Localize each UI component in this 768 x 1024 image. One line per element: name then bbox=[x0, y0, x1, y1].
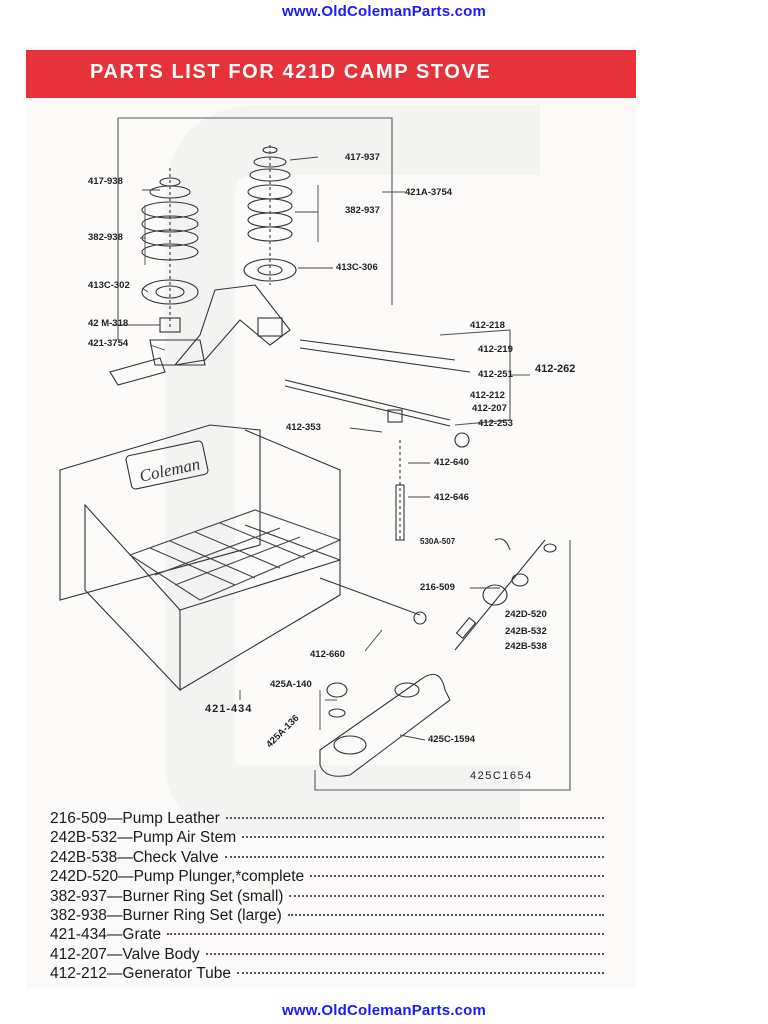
part-number: 216-509 bbox=[50, 810, 107, 827]
parts-list-row: 216-509—Pump Leather bbox=[50, 810, 610, 829]
diagram-label-412-218: 412-218 bbox=[470, 320, 505, 331]
part-number: 242D-520 bbox=[50, 868, 119, 886]
diagram-label-412-219: 412-219 bbox=[478, 344, 513, 355]
diagram-label-421-434: 421-434 bbox=[205, 703, 253, 715]
parts-list: 216-509—Pump Leather 242B-532—Pump Air S… bbox=[50, 810, 610, 985]
title-banner bbox=[26, 50, 636, 98]
part-name: Pump Air Stem bbox=[132, 829, 237, 847]
grate bbox=[128, 509, 342, 601]
diagram-label-42m-318: 42 M-318 bbox=[88, 318, 129, 329]
dot-leader bbox=[242, 836, 604, 839]
diagram-label-412-251: 412-251 bbox=[478, 369, 513, 380]
diagram-label-412-212: 412-212 bbox=[470, 390, 505, 401]
diagram-label-530a-507: 530A-507 bbox=[420, 537, 456, 546]
parts-list-row: 242B-538—Check Valve bbox=[50, 849, 610, 868]
diagram-label-425a-140: 425A-140 bbox=[270, 679, 312, 690]
parts-list-row: 412-212—Generator Tube bbox=[50, 965, 610, 984]
pump-assembly bbox=[454, 538, 557, 651]
parts-list-row: 242D-520—Pump Plunger,*complete bbox=[50, 868, 610, 887]
parts-list-row: 421-434—Grate bbox=[50, 926, 610, 945]
part-name: Generator Tube bbox=[122, 965, 231, 983]
diagram-label-242d-520: 242D-520 bbox=[505, 609, 547, 620]
part-number: 421-434 bbox=[50, 926, 107, 944]
diagram-label-412-660: 412-660 bbox=[310, 649, 345, 660]
diagram-label-412-207: 412-207 bbox=[472, 403, 507, 414]
part-number: 412-207 bbox=[50, 945, 107, 963]
parts-list-row: 412-207—Valve Body bbox=[50, 946, 610, 965]
small-burner-stack bbox=[243, 145, 297, 285]
part-number: 382-937 bbox=[50, 887, 107, 905]
burner-manifold bbox=[173, 284, 291, 366]
part-number: 382-938 bbox=[50, 906, 107, 924]
part-number: 242B-532 bbox=[50, 829, 118, 847]
diagram-label-412-253: 412-253 bbox=[478, 418, 513, 429]
diagram-label-425c-1594: 425C-1594 bbox=[428, 734, 476, 745]
fuel-tank bbox=[314, 540, 571, 791]
parts-list-row: 382-938—Burner Ring Set (large) bbox=[50, 907, 610, 926]
part-name: Burner Ring Set (small) bbox=[122, 887, 284, 905]
diagram-label-382-938: 382-938 bbox=[88, 232, 123, 243]
part-name: Burner Ring Set (large) bbox=[122, 906, 282, 924]
diagram-label-412-640: 412-640 bbox=[434, 457, 469, 468]
diagram-label-413c-302: 413C-302 bbox=[88, 280, 130, 291]
dot-leader bbox=[310, 875, 604, 878]
diagram-label-382-937: 382-937 bbox=[345, 205, 380, 216]
diagram-label-421a-3754: 421A-3754 bbox=[405, 187, 453, 198]
dot-leader bbox=[289, 894, 604, 897]
part-name: Pump Leather bbox=[122, 810, 220, 827]
diagram-label-417-937: 417-937 bbox=[345, 152, 380, 163]
diagram-label-412-262: 412-262 bbox=[535, 363, 576, 375]
part-name: Check Valve bbox=[132, 848, 219, 866]
diagram-label-412-353: 412-353 bbox=[286, 422, 321, 433]
diagram-label-216-509: 216-509 bbox=[420, 582, 455, 593]
diagram-label-417-938: 417-938 bbox=[88, 176, 123, 187]
dot-leader bbox=[236, 972, 604, 975]
diagram-label-242b-538: 242B-538 bbox=[505, 641, 547, 652]
page-title: PARTS LIST FOR 421D CAMP STOVE bbox=[90, 61, 492, 83]
watermark-logo bbox=[165, 105, 540, 835]
dot-leader bbox=[287, 913, 604, 916]
part-name: Pump Plunger,*complete bbox=[133, 868, 305, 886]
diagram-label-242b-532: 242B-532 bbox=[505, 626, 547, 637]
diagram-label-412-646: 412-646 bbox=[434, 492, 469, 503]
part-number: 242B-538 bbox=[50, 848, 118, 866]
dot-leader bbox=[224, 855, 604, 858]
diagram-label-425c1654: 425C1654 bbox=[470, 770, 533, 782]
diagram-label-413c-306: 413C-306 bbox=[336, 262, 378, 273]
dot-leader bbox=[167, 933, 604, 936]
site-url-bottom[interactable]: www.OldColemanParts.com bbox=[281, 1002, 487, 1019]
diagram-label-421-3754: 421-3754 bbox=[88, 338, 129, 349]
site-url-top[interactable]: www.OldColemanParts.com bbox=[281, 3, 487, 20]
dot-leader bbox=[205, 952, 604, 955]
large-burner-stack bbox=[109, 168, 206, 386]
part-name: Valve Body bbox=[122, 945, 200, 963]
part-number: 412-212 bbox=[50, 965, 107, 983]
dot-leader bbox=[225, 817, 604, 819]
parts-list-row: 382-937—Burner Ring Set (small) bbox=[50, 888, 610, 907]
part-name: Grate bbox=[122, 926, 162, 944]
parts-list-row: 242B-532—Pump Air Stem bbox=[50, 829, 610, 848]
